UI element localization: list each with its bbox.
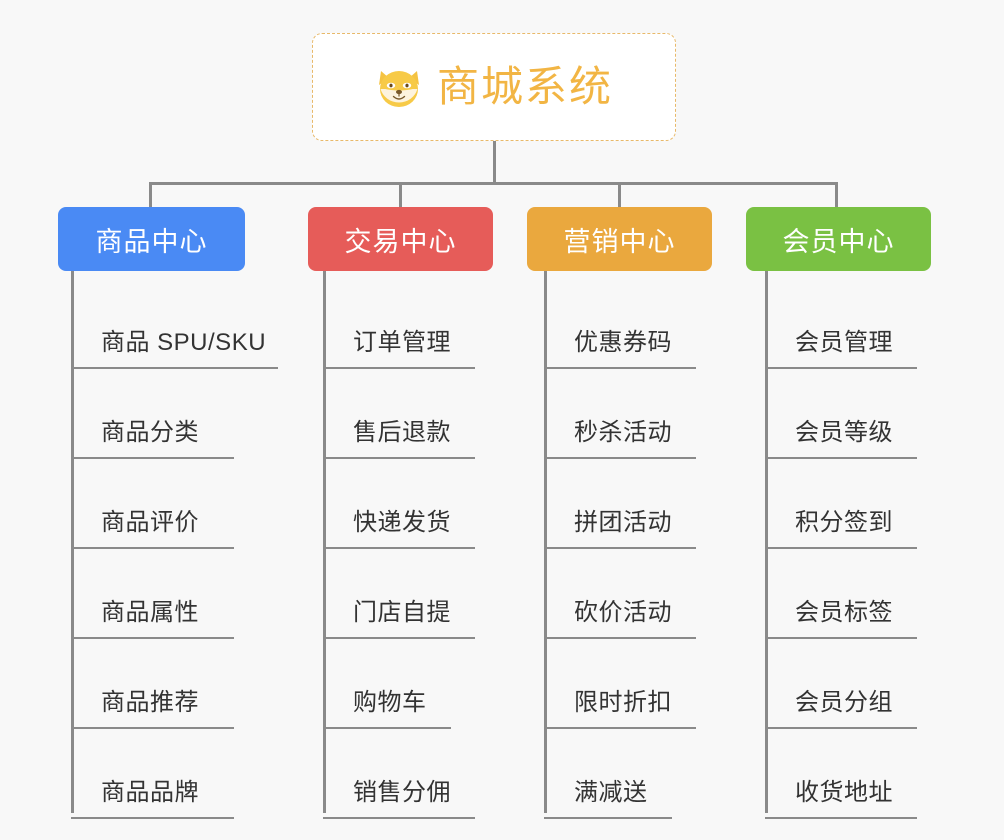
column-spine-4 (765, 271, 768, 813)
leaf-item-3-4[interactable]: 砍价活动 (544, 549, 696, 639)
category-label-4: 会员中心 (782, 226, 895, 257)
leaf-underline (765, 547, 917, 549)
leaf-underline (71, 637, 234, 639)
leaf-underline (765, 817, 917, 819)
leaf-item-3-3[interactable]: 拼团活动 (544, 459, 696, 549)
leaf-underline (323, 547, 475, 549)
leaf-underline (323, 457, 475, 459)
leaf-item-2-4[interactable]: 门店自提 (323, 549, 475, 639)
leaf-item-4-5[interactable]: 会员分组 (765, 639, 917, 729)
leaf-item-1-6[interactable]: 商品品牌 (71, 729, 234, 819)
leaf-item-3-1[interactable]: 优惠券码 (544, 279, 696, 369)
leaf-underline (71, 727, 234, 729)
category-label-2: 交易中心 (344, 226, 457, 257)
leaf-label: 快递发货 (353, 509, 451, 536)
leaf-item-2-6[interactable]: 销售分佣 (323, 729, 475, 819)
leaf-label: 会员等级 (795, 419, 893, 446)
leaf-underline (71, 367, 278, 369)
category-header-1[interactable]: 商品中心 (58, 207, 245, 271)
leaf-item-3-5[interactable]: 限时折扣 (544, 639, 696, 729)
leaf-label: 满减送 (574, 779, 648, 806)
leaf-label: 商品品牌 (101, 779, 199, 806)
leaf-label: 售后退款 (353, 419, 451, 446)
leaf-label: 砍价活动 (574, 599, 672, 626)
connector-drop-4 (835, 182, 838, 208)
connector-drop-3 (618, 182, 621, 208)
category-label-3: 营销中心 (563, 226, 676, 257)
leaf-underline (544, 457, 696, 459)
leaf-underline (544, 727, 696, 729)
leaf-item-4-2[interactable]: 会员等级 (765, 369, 917, 459)
leaf-item-4-1[interactable]: 会员管理 (765, 279, 917, 369)
connector-root-stem (493, 141, 496, 184)
leaf-underline (323, 817, 475, 819)
leaf-item-4-6[interactable]: 收货地址 (765, 729, 917, 819)
leaf-underline (71, 817, 234, 819)
leaf-label: 商品 SPU/SKU (101, 329, 267, 356)
connector-drop-2 (399, 182, 402, 208)
leaf-item-1-5[interactable]: 商品推荐 (71, 639, 234, 729)
leaf-item-1-3[interactable]: 商品评价 (71, 459, 234, 549)
leaf-item-1-1[interactable]: 商品 SPU/SKU (71, 279, 278, 369)
column-spine-1 (71, 271, 74, 813)
leaf-underline (765, 367, 917, 369)
leaf-label: 会员标签 (795, 599, 893, 626)
category-header-2[interactable]: 交易中心 (308, 207, 493, 271)
leaf-underline (765, 457, 917, 459)
leaf-label: 会员分组 (795, 689, 893, 716)
leaf-label: 门店自提 (353, 599, 451, 626)
category-header-3[interactable]: 营销中心 (527, 207, 712, 271)
leaf-underline (71, 457, 234, 459)
leaf-label: 拼团活动 (574, 509, 672, 536)
leaf-label: 商品分类 (101, 419, 199, 446)
leaf-label: 秒杀活动 (574, 419, 672, 446)
leaf-item-2-2[interactable]: 售后退款 (323, 369, 475, 459)
connector-horizontal-bus (150, 182, 837, 185)
leaf-underline (323, 367, 475, 369)
leaf-label: 订单管理 (353, 329, 451, 356)
root-node[interactable]: 商城系统 (312, 33, 676, 141)
leaf-item-2-1[interactable]: 订单管理 (323, 279, 475, 369)
leaf-underline (71, 547, 234, 549)
leaf-item-4-4[interactable]: 会员标签 (765, 549, 917, 639)
leaf-label: 限时折扣 (574, 689, 672, 716)
leaf-item-1-2[interactable]: 商品分类 (71, 369, 234, 459)
category-header-4[interactable]: 会员中心 (746, 207, 931, 271)
root-title: 商城系统 (436, 63, 613, 110)
leaf-underline (765, 727, 917, 729)
connector-drop-1 (149, 182, 152, 208)
leaf-label: 积分签到 (795, 509, 893, 536)
leaf-underline (544, 547, 696, 549)
leaf-underline (544, 817, 672, 819)
leaf-label: 商品评价 (101, 509, 199, 536)
leaf-label: 优惠券码 (574, 329, 672, 356)
category-label-1: 商品中心 (95, 226, 208, 257)
leaf-item-1-4[interactable]: 商品属性 (71, 549, 234, 639)
shiba-dog-face-icon (375, 65, 423, 109)
leaf-underline (544, 637, 696, 639)
leaf-item-3-6[interactable]: 满减送 (544, 729, 672, 819)
leaf-item-3-2[interactable]: 秒杀活动 (544, 369, 696, 459)
leaf-label: 会员管理 (795, 329, 893, 356)
leaf-item-2-5[interactable]: 购物车 (323, 639, 451, 729)
leaf-underline (323, 637, 475, 639)
leaf-underline (544, 367, 696, 369)
leaf-item-4-3[interactable]: 积分签到 (765, 459, 917, 549)
leaf-item-2-3[interactable]: 快递发货 (323, 459, 475, 549)
column-spine-2 (323, 271, 326, 813)
leaf-label: 销售分佣 (353, 779, 451, 806)
leaf-underline (323, 727, 451, 729)
leaf-label: 商品属性 (101, 599, 199, 626)
leaf-underline (765, 637, 917, 639)
leaf-label: 购物车 (353, 689, 427, 716)
leaf-label: 收货地址 (795, 779, 893, 806)
column-spine-3 (544, 271, 547, 813)
leaf-label: 商品推荐 (101, 689, 199, 716)
